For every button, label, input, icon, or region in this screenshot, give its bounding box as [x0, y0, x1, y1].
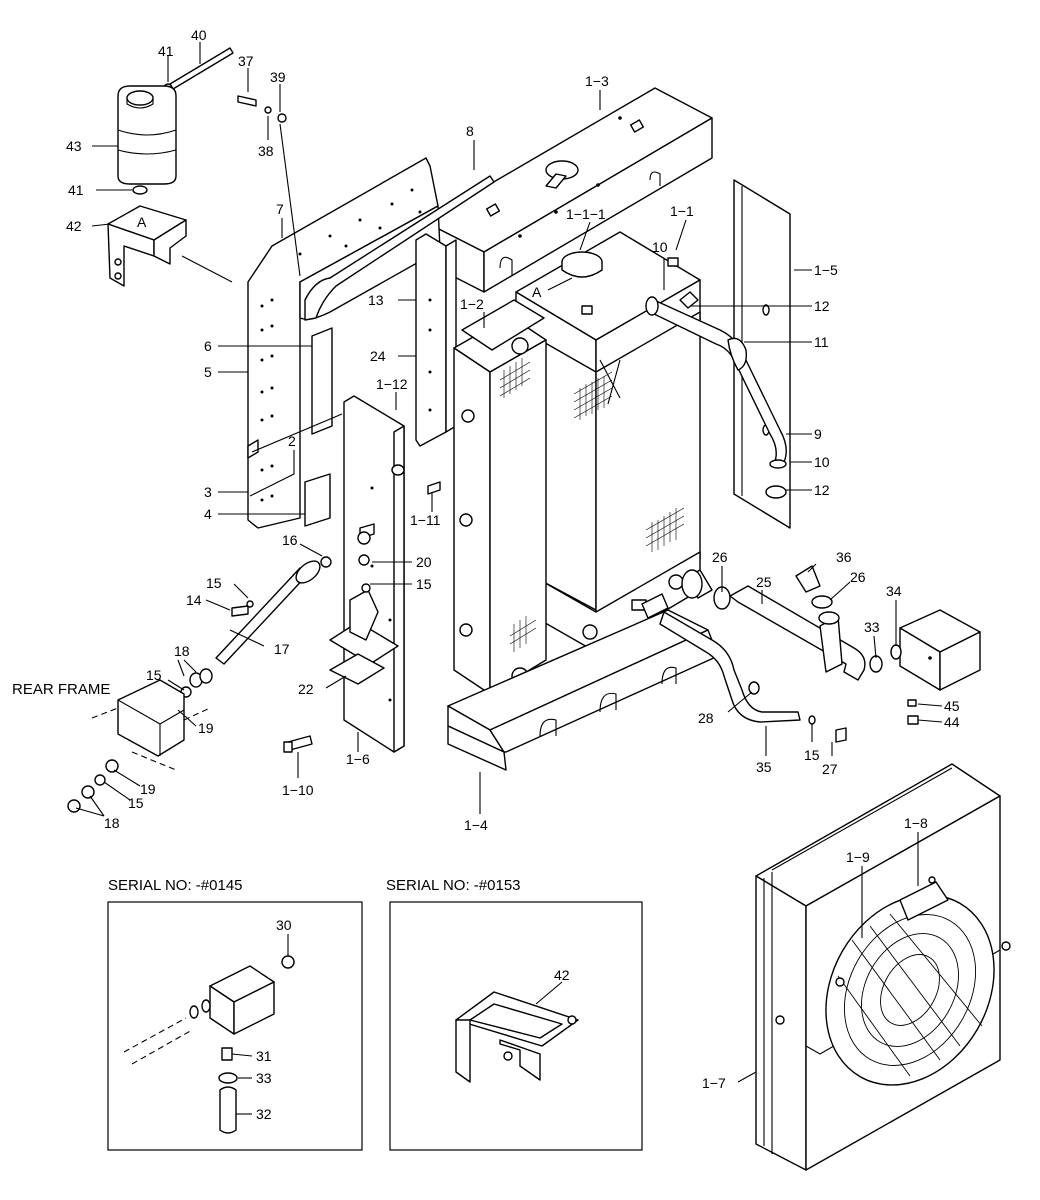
label-1-9: 1−9 [846, 849, 870, 865]
label-5: 5 [204, 364, 212, 380]
label-26-right: 26 [850, 569, 866, 585]
reservoir-cap [126, 90, 154, 106]
overflow-hose [169, 47, 234, 90]
support-plate [329, 395, 441, 753]
seal-plate-6 [311, 327, 333, 435]
label-24: 24 [370, 348, 386, 364]
label-26-left: 26 [712, 549, 728, 565]
label-42-inset: 42 [554, 967, 570, 983]
label-16: 16 [282, 532, 298, 548]
label-14: 14 [186, 592, 202, 608]
label-1-7: 1−7 [702, 1075, 726, 1091]
label-1-1-1: 1−1−1 [566, 206, 606, 222]
label-1-12: 1−12 [376, 376, 408, 392]
upper-hose [645, 291, 787, 499]
label-27: 27 [822, 761, 838, 777]
label-17: 17 [274, 641, 290, 657]
bolts [237, 95, 313, 753]
label-8: 8 [466, 123, 474, 139]
label-36: 36 [836, 549, 852, 565]
label-22: 22 [298, 681, 314, 697]
label-18-bottom: 18 [104, 815, 120, 831]
fan-guard-ring [825, 894, 995, 1086]
label-12-top: 12 [814, 298, 830, 314]
label-33-inset: 33 [256, 1070, 272, 1086]
label-7: 7 [276, 201, 284, 217]
label-39: 39 [270, 69, 286, 85]
label-1-11: 1−11 [410, 512, 441, 528]
label-19-top: 19 [198, 720, 214, 736]
inset-serial-0145: SERIAL NO: -#0145 [107, 877, 363, 1151]
bottom-tray [447, 609, 719, 771]
label-18-rod: 18 [174, 643, 190, 659]
label-3: 3 [204, 484, 212, 500]
label-1-1: 1−1 [670, 203, 694, 219]
label-10-top: 10 [652, 239, 668, 255]
view-a-marker-radiator: A [532, 284, 542, 300]
label-6: 6 [204, 338, 212, 354]
label-1-3: 1−3 [585, 73, 609, 89]
label-20: 20 [416, 554, 432, 570]
label-11: 11 [814, 334, 829, 350]
label-9: 9 [814, 426, 822, 442]
left-shroud-plates [247, 157, 495, 529]
rear-frame-label: REAR FRAME [12, 681, 110, 698]
label-2: 2 [288, 433, 296, 449]
seal-strip [304, 175, 495, 321]
label-37: 37 [238, 53, 254, 69]
view-a-marker: A [137, 214, 147, 230]
label-4: 4 [204, 506, 212, 522]
plate-holes [260, 188, 422, 502]
drain-block [890, 609, 981, 725]
label-25: 25 [756, 574, 772, 590]
fan-shroud [755, 763, 1011, 1171]
label-1-5: 1−5 [814, 262, 838, 278]
label-42: 42 [66, 218, 82, 234]
label-1-6: 1−6 [346, 751, 370, 767]
label-15-hose: 15 [804, 747, 820, 763]
inner-side-plate [415, 233, 457, 447]
label-10-bottom: 10 [814, 454, 830, 470]
label-1-4: 1−4 [464, 817, 488, 833]
oil-cooler [453, 299, 547, 695]
inset-left-title: SERIAL NO: -#0145 [108, 877, 243, 894]
leader-lines [75, 42, 943, 1115]
label-33: 33 [864, 619, 880, 635]
label-30: 30 [276, 917, 292, 933]
label-13: 13 [368, 292, 384, 308]
reservoir-tank-group: A [107, 47, 234, 287]
label-44: 44 [944, 714, 960, 730]
stay-rod [168, 531, 371, 715]
label-1-2: 1−2 [460, 296, 484, 312]
seal-plate-4 [304, 473, 331, 527]
label-12-bottom: 12 [814, 482, 830, 498]
rear-frame-detail: REAR FRAME [12, 679, 211, 813]
label-31: 31 [256, 1048, 272, 1064]
label-34: 34 [886, 583, 902, 599]
label-15-rod: 15 [206, 575, 222, 591]
label-41-top: 41 [158, 43, 174, 59]
label-15-plate: 15 [416, 576, 432, 592]
radiator-core-mesh [573, 359, 685, 552]
label-15-bottom: 15 [128, 795, 144, 811]
label-19-bottom: 19 [140, 781, 156, 797]
label-1-10: 1−10 [282, 782, 314, 798]
label-38: 38 [258, 143, 274, 159]
label-45: 45 [944, 698, 960, 714]
label-1-8: 1−8 [904, 815, 928, 831]
inset-right-title: SERIAL NO: -#0153 [386, 877, 521, 894]
inset-serial-0153: SERIAL NO: -#0153 [386, 877, 643, 1151]
label-41-bottom: 41 [68, 182, 84, 198]
lower-hoses [641, 565, 883, 743]
label-15-frame: 15 [146, 667, 162, 683]
label-28: 28 [698, 710, 714, 726]
label-40: 40 [191, 27, 207, 43]
part-number-labels: 40 41 37 39 38 43 41 42 1−3 8 7 1−1−1 1−… [66, 27, 960, 1122]
label-35: 35 [756, 759, 772, 775]
label-43: 43 [66, 138, 82, 154]
reservoir-clamp [132, 185, 148, 195]
label-32: 32 [256, 1106, 272, 1122]
